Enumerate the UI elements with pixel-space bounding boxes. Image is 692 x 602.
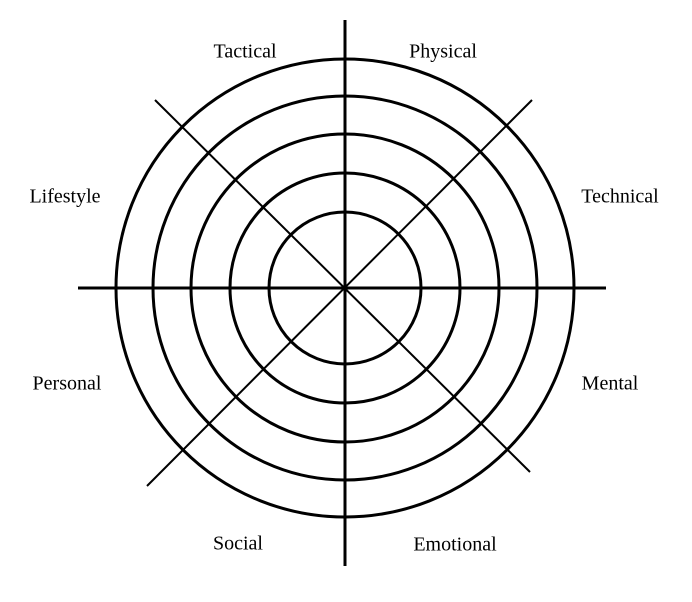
axis-diagonal-1 — [154, 99, 531, 473]
segment-label-personal: Personal — [32, 372, 102, 395]
segment-label-emotional: Emotional — [413, 533, 497, 556]
segment-label-physical: Physical — [409, 40, 477, 63]
segment-label-social: Social — [213, 532, 263, 555]
segment-label-tactical: Tactical — [213, 40, 277, 63]
segment-label-lifestyle: Lifestyle — [29, 185, 101, 208]
axis-diagonal-2 — [146, 99, 533, 487]
segment-label-mental: Mental — [581, 372, 639, 395]
segment-label-technical: Technical — [581, 185, 659, 208]
